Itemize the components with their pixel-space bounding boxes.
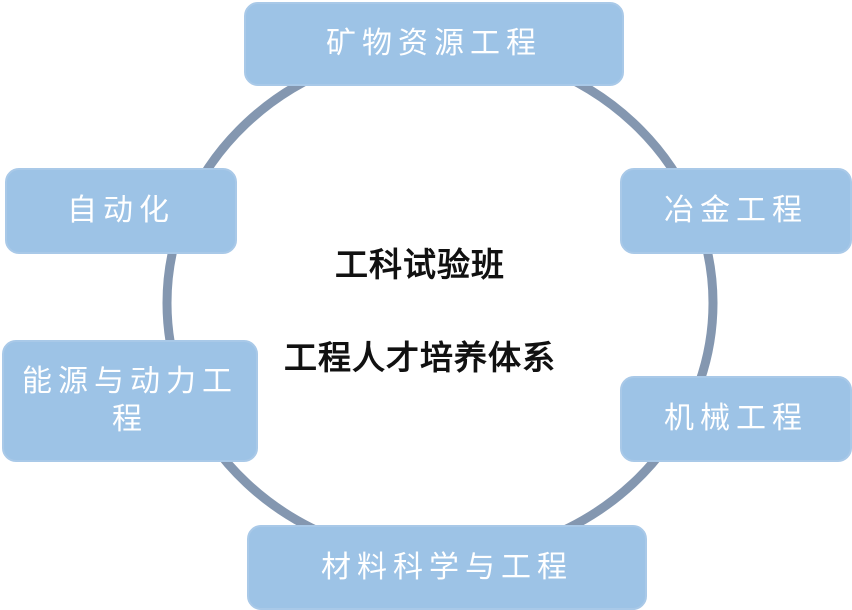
node-label: 材料科学与工程 xyxy=(321,549,573,585)
node-energy-power-engineering: 能源与动力工程 xyxy=(2,340,258,462)
node-mechanical-engineering: 机械工程 xyxy=(620,376,852,462)
node-automation: 自动化 xyxy=(5,168,237,254)
center-title: 工科试验班 xyxy=(335,245,505,284)
node-metallurgical-engineering: 冶金工程 xyxy=(620,168,852,254)
node-label: 冶金工程 xyxy=(664,193,808,228)
center-subtitle: 工程人才培养体系 xyxy=(284,338,556,377)
ring-circle xyxy=(162,43,718,563)
node-mineral-resources-engineering: 矿物资源工程 xyxy=(244,2,624,86)
node-label: 自动化 xyxy=(67,193,175,228)
node-materials-science-engineering: 材料科学与工程 xyxy=(247,525,647,610)
node-label: 能源与动力工程 xyxy=(22,364,238,437)
node-label: 矿物资源工程 xyxy=(326,26,542,61)
node-label: 机械工程 xyxy=(664,401,808,436)
